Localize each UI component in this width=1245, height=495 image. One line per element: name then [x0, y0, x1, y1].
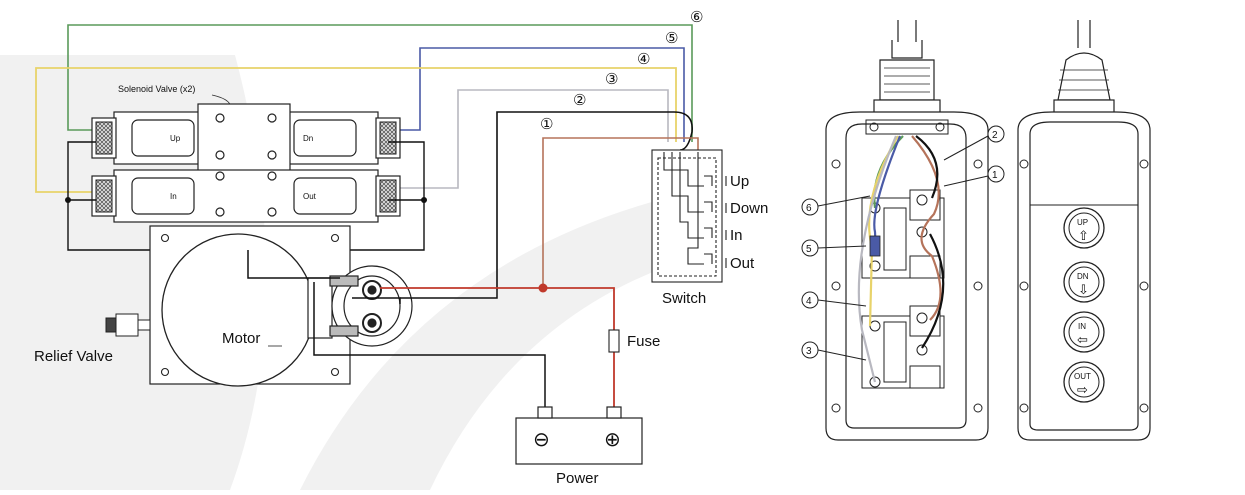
wire-number-3: ③ — [605, 71, 618, 88]
coil-up-label: Up — [170, 134, 181, 143]
switch-up-label: Up — [730, 173, 749, 190]
svg-text:⇦: ⇦ — [1077, 332, 1088, 347]
pendant-callouts — [801, 125, 1005, 361]
switch-label: Switch — [662, 290, 706, 307]
wire-4-yellow — [35, 67, 677, 193]
pendant-button-up: UP ⇧ — [1063, 207, 1105, 249]
svg-text:①: ① — [540, 116, 553, 133]
callout-4: 4 — [806, 296, 812, 307]
switch-in-label: In — [730, 227, 743, 244]
wire-number-4: ④ — [637, 51, 650, 68]
battery — [515, 406, 643, 465]
coil-connectors — [95, 121, 397, 213]
wire-number-2: ② — [573, 92, 586, 109]
callout-3: 3 — [806, 346, 812, 357]
wire-number-1: ① — [540, 116, 553, 133]
motor — [161, 233, 315, 387]
svg-text:⑤: ⑤ — [665, 30, 678, 47]
coil-dn-label: Dn — [303, 134, 313, 143]
wire-2-black — [496, 111, 693, 290]
switch-box — [651, 149, 723, 283]
valve-bolt-holes — [215, 113, 277, 217]
svg-text:⑥: ⑥ — [690, 9, 703, 26]
svg-text:IN: IN — [1078, 322, 1086, 331]
svg-text:OUT: OUT — [1074, 372, 1091, 381]
callout-1: 1 — [992, 170, 998, 181]
svg-text:⇩: ⇩ — [1078, 282, 1089, 297]
pendant-button-dn: DN ⇩ — [1063, 261, 1105, 303]
coil-out-label: Out — [303, 192, 317, 201]
callout-2: 2 — [992, 130, 998, 141]
pendant-button-in: IN ⇦ — [1063, 311, 1105, 353]
wire-number-5: ⑤ — [665, 30, 678, 47]
svg-text:②: ② — [573, 92, 586, 109]
motor-label: Motor — [222, 330, 260, 347]
junction-dot — [538, 283, 548, 293]
pendant-switch-blocks — [861, 189, 945, 389]
switch-down-label: Down — [730, 200, 768, 217]
battery-negative: ⊖ — [533, 429, 550, 451]
wire-1-brown — [542, 137, 699, 288]
svg-text:③: ③ — [605, 71, 618, 88]
fuse-label: Fuse — [627, 333, 660, 350]
solenoid-valve-assembly — [91, 103, 401, 223]
relief-valve-label: Relief Valve — [34, 348, 113, 365]
positive-wire-red — [380, 287, 615, 408]
pendant-open-screws — [831, 119, 983, 413]
switch-out-label: Out — [730, 255, 755, 272]
fuse — [608, 329, 620, 353]
wire-6-green — [67, 24, 693, 142]
battery-positive: ⊕ — [604, 429, 621, 451]
svg-text:⇧: ⇧ — [1078, 228, 1089, 243]
coil-in-label: In — [170, 192, 177, 201]
solenoid-valve-label: Solenoid Valve (x2) — [118, 84, 195, 94]
callout-6: 6 — [806, 203, 812, 214]
wire-number-6: ⑥ — [690, 9, 703, 26]
starter-solenoid — [307, 265, 413, 347]
pendant-button-out: OUT ⇨ — [1063, 361, 1105, 403]
pendant-closed-screws — [1019, 159, 1149, 413]
svg-text:⇨: ⇨ — [1077, 382, 1088, 397]
svg-text:DN: DN — [1077, 272, 1089, 281]
callout-5: 5 — [806, 244, 812, 255]
wire-5-blue — [388, 47, 685, 142]
valve-common-wire — [67, 141, 425, 251]
power-label: Power — [556, 470, 599, 487]
svg-text:UP: UP — [1077, 218, 1088, 227]
relief-valve — [105, 313, 151, 337]
wire-3-gray — [388, 89, 669, 189]
pendant-wires — [857, 135, 945, 383]
svg-text:④: ④ — [637, 51, 650, 68]
